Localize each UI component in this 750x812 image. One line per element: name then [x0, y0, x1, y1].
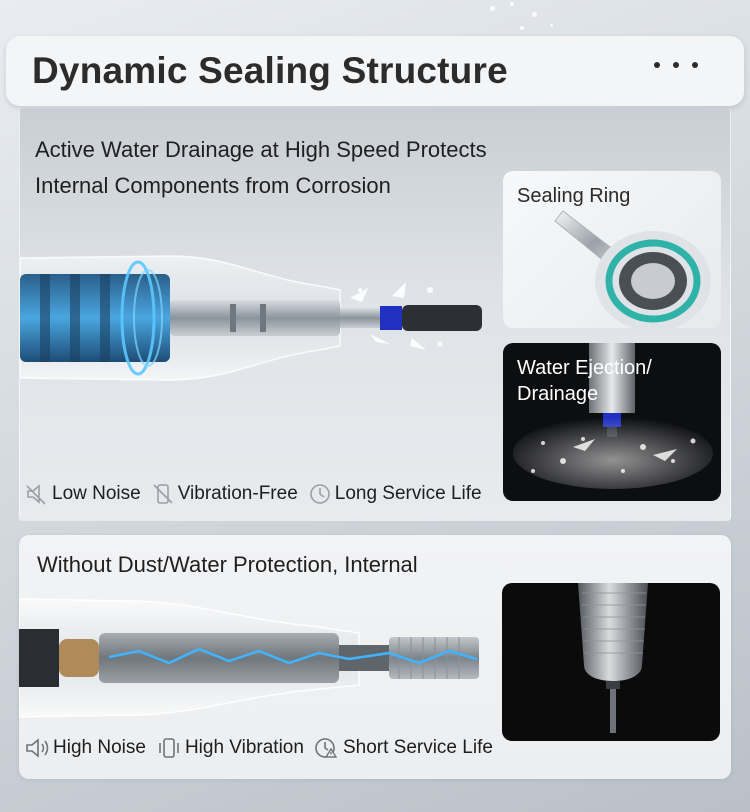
- long-life-icon: [309, 484, 330, 504]
- page-title: Dynamic Sealing Structure: [32, 50, 508, 91]
- high-vibration-icon: [159, 738, 179, 758]
- sealed-headline-line2: Internal Components from Corrosion: [35, 173, 391, 198]
- high-noise-icon: [26, 738, 49, 758]
- title-bar: Dynamic Sealing Structure: [6, 36, 744, 106]
- sealed-headline-line1: Active Water Drainage at High Speed Prot…: [35, 137, 487, 162]
- feature-label: High Noise: [53, 737, 146, 758]
- feature-label: Vibration-Free: [177, 483, 298, 504]
- more-dots-icon[interactable]: [654, 62, 698, 68]
- water-drainage-image: [513, 343, 713, 489]
- unprotected-headline: Without Dust/Water Protection, Internal: [37, 552, 418, 577]
- unprotected-handpiece-illustration: [19, 598, 479, 718]
- short-life-icon: [315, 738, 338, 758]
- sealing-ring-image: [554, 210, 711, 328]
- sealing-ring-label: Sealing Ring: [517, 185, 631, 207]
- sealed-features-row: Low Noise Vibration-Free Long Service Li…: [25, 482, 492, 506]
- unprotected-features-row: High Noise High Vibration Short Service …: [24, 736, 503, 760]
- unprotected-panel: Without Dust/Water Protection, Internal: [19, 535, 731, 779]
- feature-short-service-life: Short Service Life: [314, 736, 493, 760]
- feature-high-noise: High Noise: [24, 736, 146, 760]
- feature-label: High Vibration: [184, 737, 304, 758]
- water-drainage-label: Water Ejection/ Drainage: [517, 355, 652, 407]
- feature-low-noise: Low Noise: [25, 482, 141, 506]
- sealed-headline: Active Water Drainage at High Speed Prot…: [35, 132, 555, 204]
- water-drainage-label-line2: Drainage: [517, 383, 599, 405]
- water-drainage-label-line1: Water Ejection/: [517, 357, 652, 379]
- feature-label: Long Service Life: [334, 483, 482, 504]
- sealing-ring-tile: Sealing Ring: [503, 171, 721, 328]
- unprotected-tip-image: [578, 583, 648, 733]
- water-specks-decoration: [480, 0, 570, 36]
- feature-vibration-free: Vibration-Free: [151, 482, 298, 506]
- low-noise-icon: [26, 484, 46, 505]
- feature-label: Short Service Life: [342, 737, 493, 758]
- feature-high-vibration: High Vibration: [156, 736, 304, 760]
- water-drainage-tile: Water Ejection/ Drainage: [503, 343, 721, 501]
- unprotected-tip-tile: [502, 583, 720, 741]
- feature-long-service-life: Long Service Life: [308, 482, 482, 506]
- sealed-structure-panel: Active Water Drainage at High Speed Prot…: [19, 108, 731, 521]
- vibration-free-icon: [153, 484, 173, 504]
- feature-label: Low Noise: [52, 483, 141, 504]
- sealed-handpiece-illustration: [20, 255, 482, 381]
